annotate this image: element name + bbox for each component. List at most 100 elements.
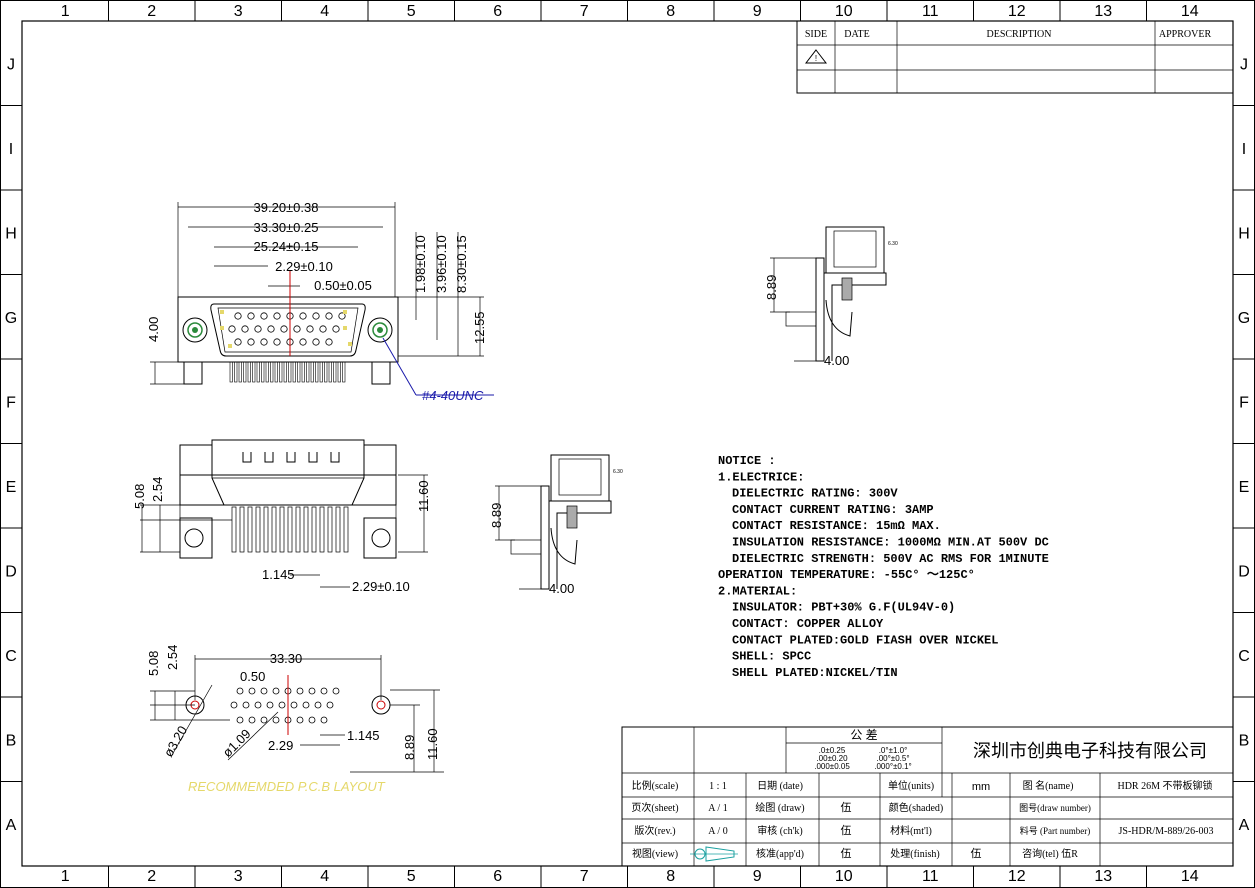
leg: [283, 361, 287, 383]
dim-12-55: 12.55: [472, 311, 487, 344]
notice-line: DIELECTRIC STRENGTH: 500V AC RMS FOR 1MI…: [732, 552, 1049, 566]
leg: [306, 361, 310, 383]
column-marker: 8: [666, 3, 675, 20]
leg: [229, 361, 233, 383]
leg: [234, 361, 238, 383]
pin: [234, 338, 242, 346]
u-contact: [330, 452, 340, 463]
tol-b-3: .000°±0.1°: [874, 762, 911, 771]
pcb-dim-1160: 11.60: [425, 728, 440, 760]
row-marker: A: [6, 817, 17, 834]
front-dim-254: 2.54: [150, 477, 165, 502]
front-leg: [271, 506, 277, 553]
column-marker: 1: [61, 3, 70, 20]
pcb-dim-109: ø1.09: [220, 726, 254, 760]
notice-line: SHELL: SPCC: [732, 650, 811, 664]
pcb-hole: [278, 701, 286, 709]
scale-label: 比例(scale): [632, 779, 679, 792]
draw-value: 伍: [841, 801, 852, 814]
pcb-dim-320: ø3.20: [161, 723, 191, 759]
pcb-dim-889: 8.89: [402, 735, 417, 760]
pin: [325, 312, 333, 320]
rev-label: 版次(rev.): [634, 824, 675, 837]
finish-value: 伍: [971, 847, 982, 860]
side-mid-width: 4.00: [549, 581, 574, 596]
front-leg: [319, 506, 325, 553]
leg: [243, 361, 247, 383]
notice-line: CONTACT: COPPER ALLOY: [732, 617, 884, 631]
row-marker: E: [1239, 479, 1250, 496]
dim-4-00-top: 4.00: [146, 317, 161, 342]
column-marker: 3: [234, 868, 243, 885]
column-marker: 8: [666, 868, 675, 885]
column-marker: 5: [407, 3, 416, 20]
front-leg: [303, 506, 309, 553]
tol-a-3: .000±0.05: [814, 762, 850, 771]
leg: [328, 361, 332, 383]
leg: [301, 361, 305, 383]
column-marker: 5: [407, 868, 416, 885]
row-marker: H: [1238, 225, 1250, 242]
thread-callout: #4-40UNC: [422, 388, 484, 403]
leg: [252, 361, 256, 383]
notice-line: SHELL PLATED:NICKEL/TIN: [732, 666, 898, 680]
u-contact: [308, 452, 318, 463]
leg: [337, 361, 341, 383]
sheet-value: A / 1: [708, 803, 727, 814]
pcb-hole: [248, 716, 256, 724]
column-marker: 14: [1181, 3, 1199, 20]
column-marker: 13: [1094, 3, 1112, 20]
column-marker: 3: [234, 3, 243, 20]
column-marker: 12: [1008, 3, 1026, 20]
tol-b-1: .0°±1.0°: [879, 746, 908, 755]
column-marker: 14: [1181, 868, 1199, 885]
pcb-hole: [296, 687, 304, 695]
row-marker: D: [5, 563, 17, 580]
front-leg: [247, 506, 253, 553]
date-label: 日期 (date): [757, 780, 803, 792]
front-dim-229: 2.29±0.10: [352, 579, 410, 594]
pcb-hole-array: [230, 687, 340, 724]
row-marker: I: [9, 141, 13, 158]
dim-0-50: 0.50±0.05: [314, 278, 372, 293]
pin: [273, 312, 281, 320]
row-marker: F: [6, 394, 16, 411]
u-contact: [264, 452, 274, 463]
front-leg: [287, 506, 293, 553]
pin: [325, 338, 333, 346]
column-marker: 4: [320, 868, 329, 885]
row-marker: C: [1238, 648, 1250, 665]
front-leg-array: [231, 506, 349, 553]
side-top-height: 8.89: [764, 275, 779, 300]
dim-3-96: 3.96±0.10: [434, 235, 449, 293]
pin: [254, 325, 262, 333]
scale-value: 1 : 1: [709, 781, 727, 792]
pcb-hole: [302, 701, 310, 709]
row-marker: J: [1240, 56, 1248, 73]
pcb-hole: [290, 701, 298, 709]
company-name: 深圳市创典电子科技有限公司: [973, 741, 1207, 761]
row-marker: C: [5, 648, 17, 665]
column-marker: 2: [147, 868, 156, 885]
column-marker: 13: [1094, 868, 1112, 885]
side-top-small: 6.30: [888, 241, 898, 247]
pcb-hole: [260, 716, 268, 724]
pin-marker: [228, 344, 232, 348]
shaded-label: 颜色(shaded): [889, 801, 943, 814]
pcb-dim-508: 5.08: [146, 651, 161, 676]
side-mid-small: 6.30: [613, 469, 623, 475]
row-marker: B: [1239, 732, 1250, 749]
pcb-dim-254: 2.54: [165, 645, 180, 670]
row-marker: H: [5, 225, 17, 242]
notice-line: CONTACT PLATED:GOLD FIASH OVER NICKEL: [732, 633, 998, 647]
pin: [260, 338, 268, 346]
front-dim-508: 5.08: [132, 484, 147, 509]
pin: [267, 325, 275, 333]
side-view-mid: 8.89 4.00 6.30: [489, 454, 623, 596]
pcb-caption: RECOMMEMDED P.C.B LAYOUT: [188, 779, 386, 794]
column-marker: 7: [580, 868, 589, 885]
front-view: 5.08 2.54 11.60 1.145 2.29±0.10: [132, 439, 431, 594]
pin: [312, 312, 320, 320]
pcb-hole: [242, 701, 250, 709]
